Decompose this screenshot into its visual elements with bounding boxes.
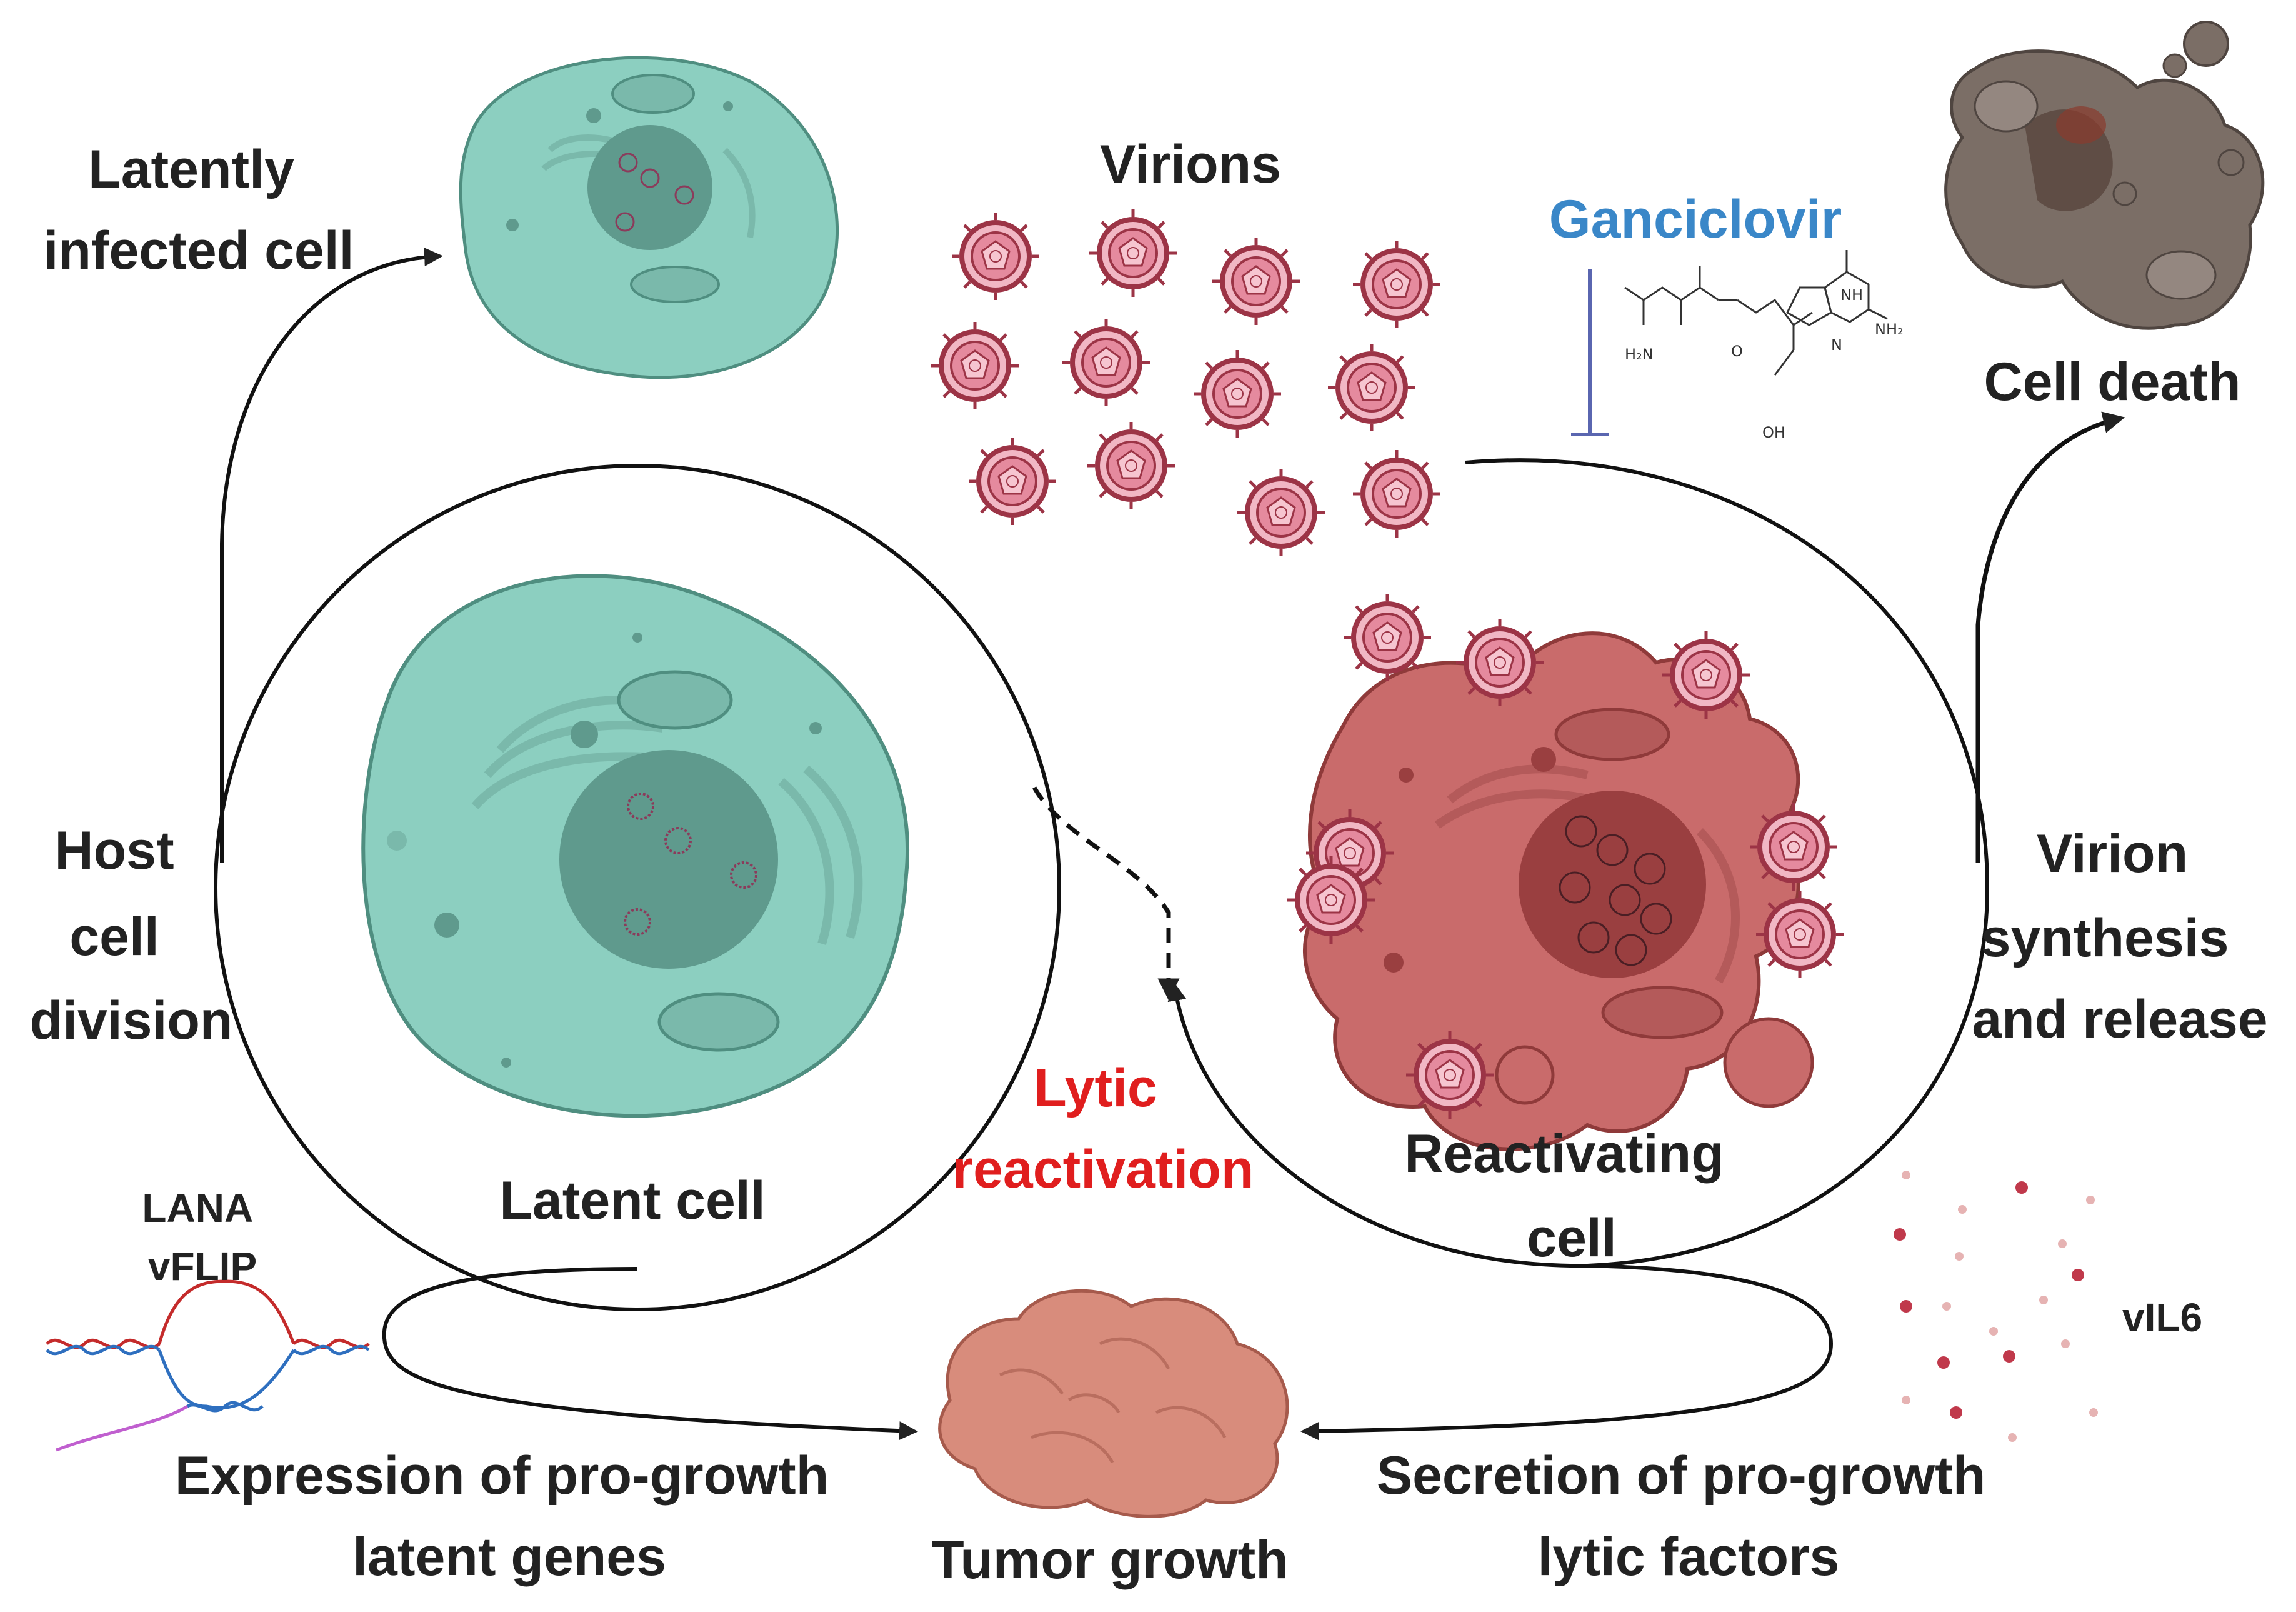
reactivating-cell-label: Reactivating cell xyxy=(1404,1124,1739,1268)
expression-latent-genes-label: Expression of pro-growth latent genes xyxy=(175,1446,844,1587)
virion xyxy=(1237,469,1325,556)
latently-infected-cell-label: Latently infected cell xyxy=(43,139,354,281)
tumor-illustration xyxy=(938,1289,1289,1518)
latent-cell-illustration xyxy=(361,574,909,1118)
virion xyxy=(1062,319,1150,406)
nh-label: NH xyxy=(1840,286,1863,304)
lytic-factors-arrow xyxy=(1300,1264,1834,1441)
virions-label: Virions xyxy=(1100,134,1281,194)
n-label: N xyxy=(1831,336,1842,354)
tumor-growth-label: Tumor growth xyxy=(931,1530,1289,1590)
virion xyxy=(1087,422,1175,509)
latent-cell-label: Latent cell xyxy=(499,1171,765,1231)
virion-cluster xyxy=(931,209,1440,556)
o-label: O xyxy=(1731,343,1743,360)
lytic-reactivation-label: Lytic reactivation xyxy=(952,1058,1254,1199)
amine-label: H₂N xyxy=(1625,346,1654,363)
dead-cell-illustration xyxy=(1944,21,2265,330)
virion xyxy=(1328,344,1415,431)
virion xyxy=(1212,238,1300,325)
cell-division-arrow xyxy=(220,248,443,863)
vil6-label: vIL6 xyxy=(2122,1295,2202,1340)
virion xyxy=(1353,450,1440,538)
budding-virion xyxy=(1756,891,1844,978)
budding-virion xyxy=(1287,856,1375,944)
budding-virion xyxy=(1456,619,1544,706)
latent-genes-label: LANA vFLIP xyxy=(142,1186,262,1289)
virion-synthesis-label: Virion synthesis and release xyxy=(1972,824,2267,1049)
budding-virion xyxy=(1662,631,1750,719)
latent-cycle-circle xyxy=(214,464,1061,1311)
reactivating-cell-illustration xyxy=(1287,594,1844,1151)
hydroxyl-label: OH xyxy=(1762,424,1785,441)
cell-death-arrow xyxy=(1975,411,2125,863)
budding-virion xyxy=(1406,1031,1494,1119)
virion xyxy=(969,438,1056,525)
nh2-label: NH₂ xyxy=(1875,321,1904,338)
virion xyxy=(952,213,1039,300)
ganciclovir-atoms: H₂N OH NH NH₂ N O xyxy=(1625,286,1904,441)
latent-genes-arrow xyxy=(382,1267,918,1441)
ganciclovir-label: Ganciclovir xyxy=(1549,189,1842,249)
virion xyxy=(931,322,1019,409)
budding-virion xyxy=(1344,594,1431,681)
secretion-lytic-factors-label: Secretion of pro-growth lytic factors xyxy=(1377,1446,2001,1587)
host-cell-division-label: Host cell division xyxy=(30,821,233,1051)
cell-death-label: Cell death xyxy=(1984,352,2241,412)
virion xyxy=(1194,350,1281,438)
virion xyxy=(1353,241,1440,328)
latently-infected-cell-illustration xyxy=(459,56,839,379)
virion xyxy=(1089,209,1177,297)
lytic-cycle-arc xyxy=(1167,458,1990,1268)
budding-virion xyxy=(1750,803,1837,891)
ganciclovir-structure xyxy=(1624,250,1888,376)
transcription-illustration xyxy=(46,1279,370,1452)
vil6-particles xyxy=(1894,1171,2098,1442)
